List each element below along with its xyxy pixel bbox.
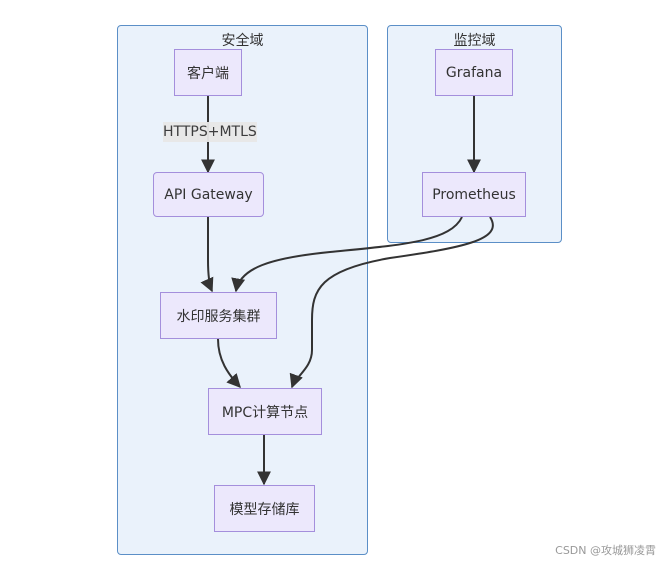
node-prometheus[interactable]: Prometheus <box>422 172 526 217</box>
node-grafana[interactable]: Grafana <box>435 49 513 96</box>
node-watermark-cluster[interactable]: 水印服务集群 <box>160 292 277 339</box>
node-mpc-compute[interactable]: MPC计算节点 <box>208 388 322 435</box>
node-api-gateway[interactable]: API Gateway <box>153 172 264 217</box>
edge-label-https-mtls: HTTPS+MTLS <box>163 122 257 142</box>
cluster-security-title: 安全域 <box>221 33 264 49</box>
node-model-storage[interactable]: 模型存储库 <box>214 485 315 532</box>
csdn-credit-text: CSDN @攻城狮凌霄 <box>555 544 656 557</box>
cluster-monitoring-title: 监控域 <box>453 33 496 49</box>
cluster-security-domain: 安全域 <box>117 25 368 555</box>
node-client[interactable]: 客户端 <box>174 49 242 96</box>
